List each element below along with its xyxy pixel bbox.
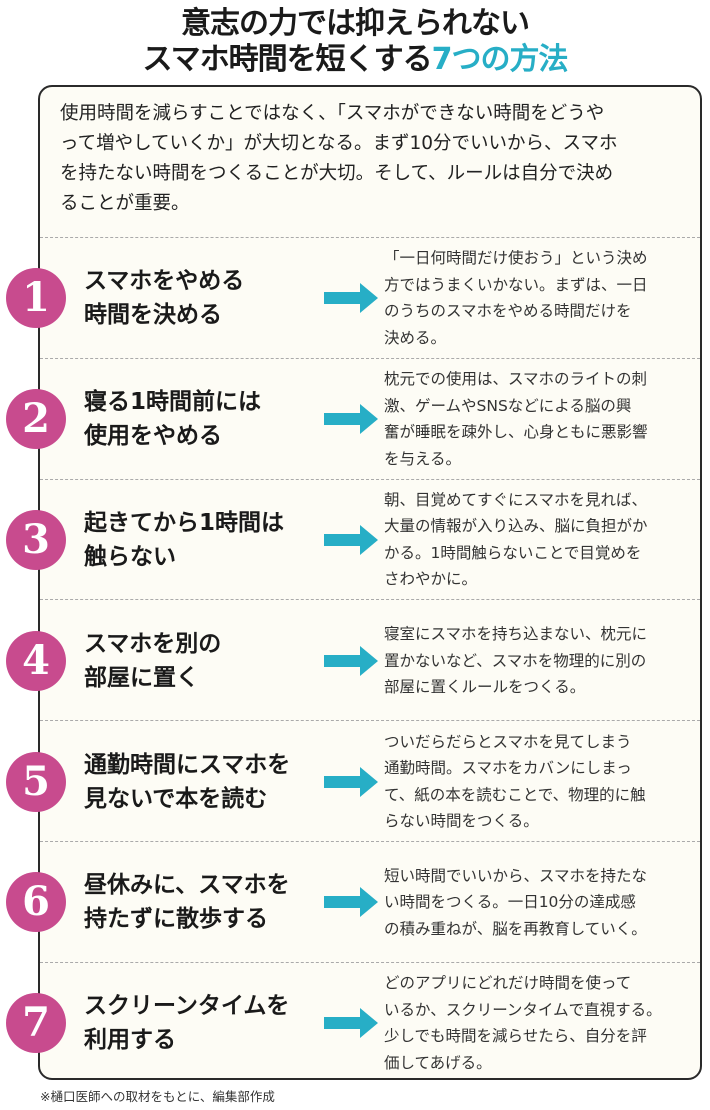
number-badge: 4 [6, 630, 66, 691]
arrow-right-icon [324, 283, 378, 314]
method-description-line: い時間をつくる。一日10分の達成感 [384, 893, 636, 912]
method-description: 「一日何時間だけ使おう」という決め方ではうまくいかない。まずは、一日のうちのスマ… [384, 245, 648, 351]
title-line-2: スマホ時間を短くする7つの方法 [0, 42, 710, 78]
method-row-7: 7 スクリーンタイムを利用する どのアプリにどれだけ時間を使っているか、スクリーンタ… [6, 961, 700, 1084]
method-heading-line: 時間を決める [84, 302, 222, 329]
method-heading-line: スクリーンタイムを [84, 993, 290, 1020]
method-description-line: 枕元での使用は、スマホのライトの刺 [384, 370, 648, 389]
method-heading: 通勤時間にスマホを見ないで本を読む [84, 748, 290, 816]
method-heading: 起きてから1時間は触らない [84, 506, 284, 574]
method-description-line: かる。1時間触らないことで目覚めを [384, 543, 642, 562]
arrow-right-icon [324, 404, 378, 435]
title-line-2-accent: 7つの方法 [431, 42, 569, 77]
arrow-right-icon [324, 766, 378, 797]
method-description-line: さわやかに。 [384, 570, 478, 589]
method-heading-line: 昼休みに、スマホを [84, 872, 290, 899]
method-description: 朝、目覚めてすぐにスマホを見れば、大量の情報が入り込み、脳に負担がかかる。1時間… [384, 487, 648, 593]
number-badge: 7 [6, 993, 66, 1054]
method-heading-line: 見ないで本を読む [84, 785, 268, 812]
method-description-line: 寝室にスマホを持ち込まない、枕元に [384, 625, 648, 644]
method-description-line: 大量の情報が入り込み、脳に負担がか [384, 517, 648, 536]
method-description-line: 置かないなど、スマホを物理的に別の [384, 651, 647, 670]
method-description-line: 方ではうまくいかない。まずは、一日 [384, 275, 648, 294]
method-row-1: 1 スマホをやめる時間を決める 「一日何時間だけ使おう」という決め方ではうまくいかな… [6, 237, 700, 359]
intro-text: 使用時間を減らすことではなく、「スマホができない時間をどうや って増やしていくか… [60, 99, 690, 219]
method-heading-line: 持たずに散歩する [84, 906, 268, 933]
arrow-right-icon [324, 645, 378, 676]
method-heading-line: 利用する [84, 1027, 176, 1054]
method-description-line: いるか、スクリーンタイムで直視する。 [384, 1000, 662, 1019]
method-heading-line: スマホをやめる [84, 268, 245, 295]
method-description-line: 通勤時間。スマホをカバンにしまっ [384, 759, 632, 778]
method-heading: スクリーンタイムを利用する [84, 989, 289, 1057]
method-description-line: ついだらだらとスマホを見てしまう [384, 732, 632, 751]
number-badge: 2 [6, 389, 66, 450]
method-heading-line: 使用をやめる [84, 423, 222, 450]
method-description: ついだらだらとスマホを見てしまう通勤時間。スマホをカバンにしまって、紙の本を読む… [384, 729, 646, 835]
method-description-line: 少しでも時間を減らせたら、自分を評 [384, 1027, 647, 1046]
number-badge: 6 [6, 872, 66, 933]
method-heading: スマホをやめる時間を決める [84, 264, 244, 332]
page-title: 意志の力では抑えられない スマホ時間を短くする7つの方法 [0, 6, 710, 78]
method-heading-line: 起きてから1時間は [84, 509, 285, 536]
method-row-3: 3 起きてから1時間は触らない 朝、目覚めてすぐにスマホを見れば、大量の情報が入り込… [6, 478, 700, 601]
method-description-line: 「一日何時間だけ使おう」という決め [384, 249, 648, 268]
number-badge: 3 [6, 509, 66, 570]
method-description-line: 価してあげる。 [384, 1053, 492, 1072]
method-description-line: 奮が睡眠を疎外し、心身ともに悪影響 [384, 423, 648, 442]
intro-line: って増やしていくか」が大切となる。まず10分でいいから、スマホ [60, 133, 618, 154]
arrow-right-icon [324, 887, 378, 918]
intro-line: を持たない時間をつくることが大切。そして、ルールは自分で決め [60, 163, 614, 184]
method-description: どのアプリにどれだけ時間を使っているか、スクリーンタイムで直視する。少しでも時間… [384, 970, 662, 1076]
method-description-line: 部屋に置くルールをつくる。 [384, 678, 586, 697]
method-heading: 昼休みに、スマホを持たずに散歩する [84, 868, 290, 936]
method-heading-line: 通勤時間にスマホを [84, 751, 291, 778]
method-description-line: 激、ゲームやSNSなどによる脳の興 [384, 396, 632, 415]
number-badge: 1 [6, 268, 66, 329]
method-description: 寝室にスマホを持ち込まない、枕元に置かないなど、スマホを物理的に別の部屋に置くル… [384, 621, 647, 701]
method-description: 短い時間でいいから、スマホを持たない時間をつくる。一日10分の達成感の積み重ねが… [384, 863, 647, 943]
method-description-line: のうちのスマホをやめる時間だけを [384, 302, 632, 321]
method-description: 枕元での使用は、スマホのライトの刺激、ゲームやSNSなどによる脳の興奮が睡眠を疎… [384, 366, 648, 472]
title-line-2-main: スマホ時間を短くする [142, 42, 433, 77]
intro-line: ることが重要。 [60, 193, 190, 214]
method-heading-line: 部屋に置く [84, 664, 199, 691]
method-heading: 寝る1時間前には使用をやめる [84, 385, 261, 453]
title-line-1: 意志の力では抑えられない [181, 6, 530, 41]
method-description-line: らない時間をつくる。 [384, 812, 539, 831]
arrow-right-icon [324, 524, 378, 555]
footnote: ※樋口医師への取材をもとに、編集部作成 [40, 1089, 275, 1104]
method-description-line: どのアプリにどれだけ時間を使って [384, 974, 632, 993]
methods-panel: 使用時間を減らすことではなく、「スマホができない時間をどうや って増やしていくか… [6, 85, 702, 1080]
method-heading-line: 寝る1時間前には [84, 389, 262, 416]
method-row-5: 5 通勤時間にスマホを見ないで本を読む ついだらだらとスマホを見てしまう通勤時間。ス… [6, 720, 700, 842]
number-badge: 5 [6, 751, 66, 812]
arrow-right-icon [324, 1008, 378, 1039]
method-description-line: の積み重ねが、脳を再教育していく。 [384, 919, 647, 938]
method-row-4: 4 スマホを別の部屋に置く 寝室にスマホを持ち込まない、枕元に置かないなど、スマホを… [6, 599, 700, 721]
method-description-line: 短い時間でいいから、スマホを持たな [384, 866, 648, 885]
method-heading: スマホを別の部屋に置く [84, 627, 221, 695]
intro-line: 使用時間を減らすことではなく、「スマホができない時間をどうや [60, 103, 605, 124]
method-description-line: て、紙の本を読むことで、物理的に触 [384, 785, 646, 804]
method-description-line: 決める。 [384, 328, 447, 347]
method-heading-line: スマホを別の [84, 630, 222, 657]
method-row-6: 6 昼休みに、スマホを持たずに散歩する 短い時間でいいから、スマホを持たない時間をつ… [6, 841, 700, 963]
method-description-line: を与える。 [384, 449, 462, 468]
method-heading-line: 触らない [84, 543, 176, 570]
method-description-line: 朝、目覚めてすぐにスマホを見れば、 [384, 490, 648, 509]
method-row-2: 2 寝る1時間前には使用をやめる 枕元での使用は、スマホのライトの刺激、ゲームやSN… [6, 357, 700, 480]
